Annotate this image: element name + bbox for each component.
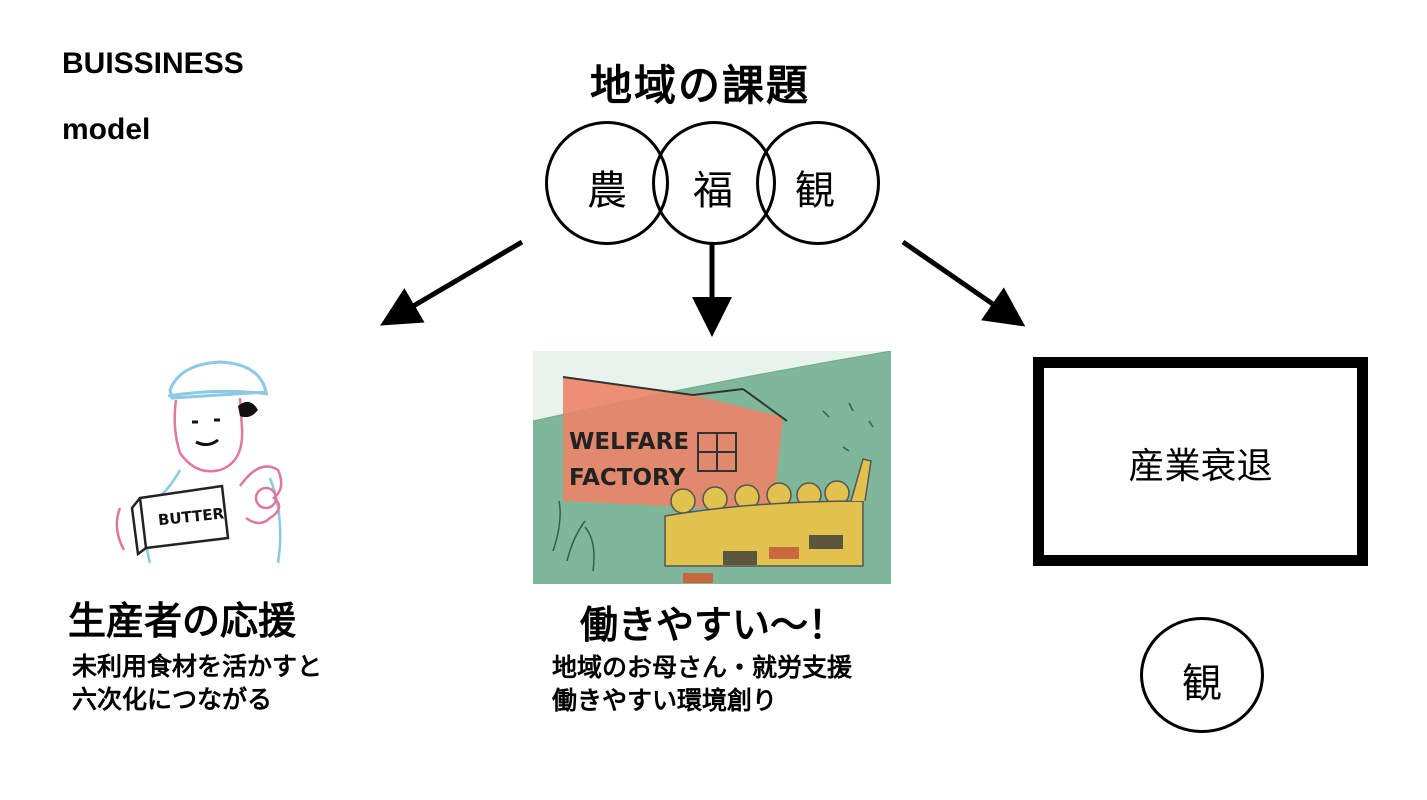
- factory-sign-line-1: WELFARE: [569, 429, 689, 455]
- industry-decline-box: [1033, 357, 1368, 566]
- tourism-circle-label: 観: [1182, 661, 1222, 707]
- industry-decline-label: 産業衰退: [1128, 446, 1273, 487]
- welfare-title: 働きやすい～！: [580, 603, 847, 647]
- arrow-left: [380, 239, 524, 326]
- tourism-circle: [1140, 617, 1264, 733]
- venn-label-welfare: 福: [693, 168, 733, 214]
- producer-title: 生産者の応援: [68, 599, 297, 643]
- topic-title: 地域の課題: [590, 61, 811, 110]
- brand-subtitle: model: [62, 113, 151, 146]
- welfare-desc-line-1: 地域のお母さん・就労支援: [552, 653, 853, 682]
- factory-illustration: WELFARE FACTORY: [533, 351, 891, 584]
- venn-label-agri: 農: [587, 168, 627, 214]
- brand-title: BUISSINESS: [62, 47, 244, 80]
- producer-illustration: BUTTER: [110, 358, 340, 573]
- producer-desc-line-1: 未利用食材を活かすと: [72, 652, 323, 681]
- arrow-right: [901, 239, 1026, 327]
- welfare-desc-line-2: 働きやすい環境創り: [552, 686, 778, 715]
- venn-label-tourism: 観: [795, 168, 835, 214]
- factory-sign-line-2: FACTORY: [569, 465, 685, 491]
- venn-circle-tourism: [756, 121, 880, 245]
- producer-desc-line-2: 六次化につながる: [72, 685, 273, 714]
